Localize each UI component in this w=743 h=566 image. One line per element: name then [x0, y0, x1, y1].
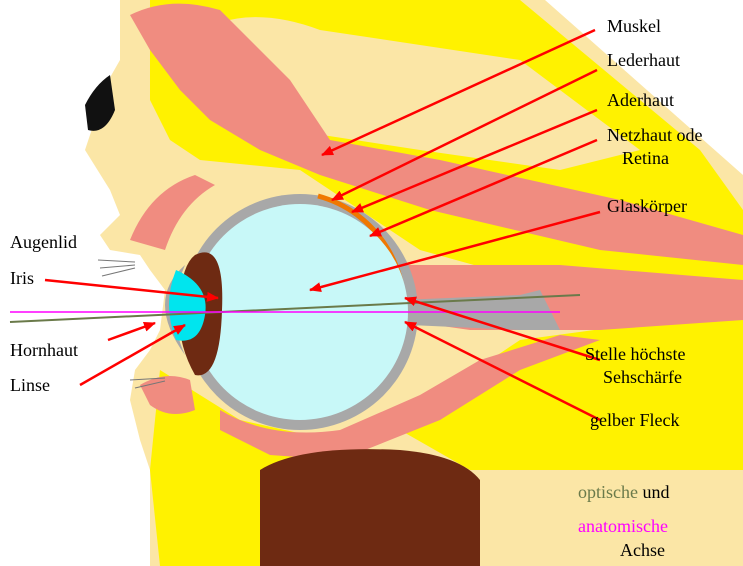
- label-glaskoerper: Glaskörper: [607, 196, 687, 216]
- label-stelle-2: Sehschärfe: [603, 367, 682, 387]
- label-lederhaut: Lederhaut: [607, 50, 680, 70]
- label-netzhaut-1: Netzhaut ode: [607, 125, 702, 145]
- label-augenlid: Augenlid: [10, 232, 77, 252]
- label-iris: Iris: [10, 268, 34, 288]
- label-hornhaut: Hornhaut: [10, 340, 78, 360]
- legend-optic-row: optische und: [578, 482, 670, 502]
- arrow-hornhaut: [108, 323, 155, 340]
- legend-und: und: [638, 482, 670, 502]
- maxillary-sinus: [260, 449, 480, 566]
- label-linse: Linse: [10, 375, 50, 395]
- legend-achse: Achse: [620, 540, 665, 560]
- label-stelle-1: Stelle höchste: [585, 344, 685, 364]
- legend-optische: optische: [578, 482, 638, 502]
- label-aderhaut: Aderhaut: [607, 90, 674, 110]
- label-gelber-fleck: gelber Fleck: [590, 410, 679, 430]
- legend-anatomische: anatomische: [578, 516, 668, 536]
- label-netzhaut-2: Retina: [622, 148, 669, 168]
- label-muskel: Muskel: [607, 16, 661, 36]
